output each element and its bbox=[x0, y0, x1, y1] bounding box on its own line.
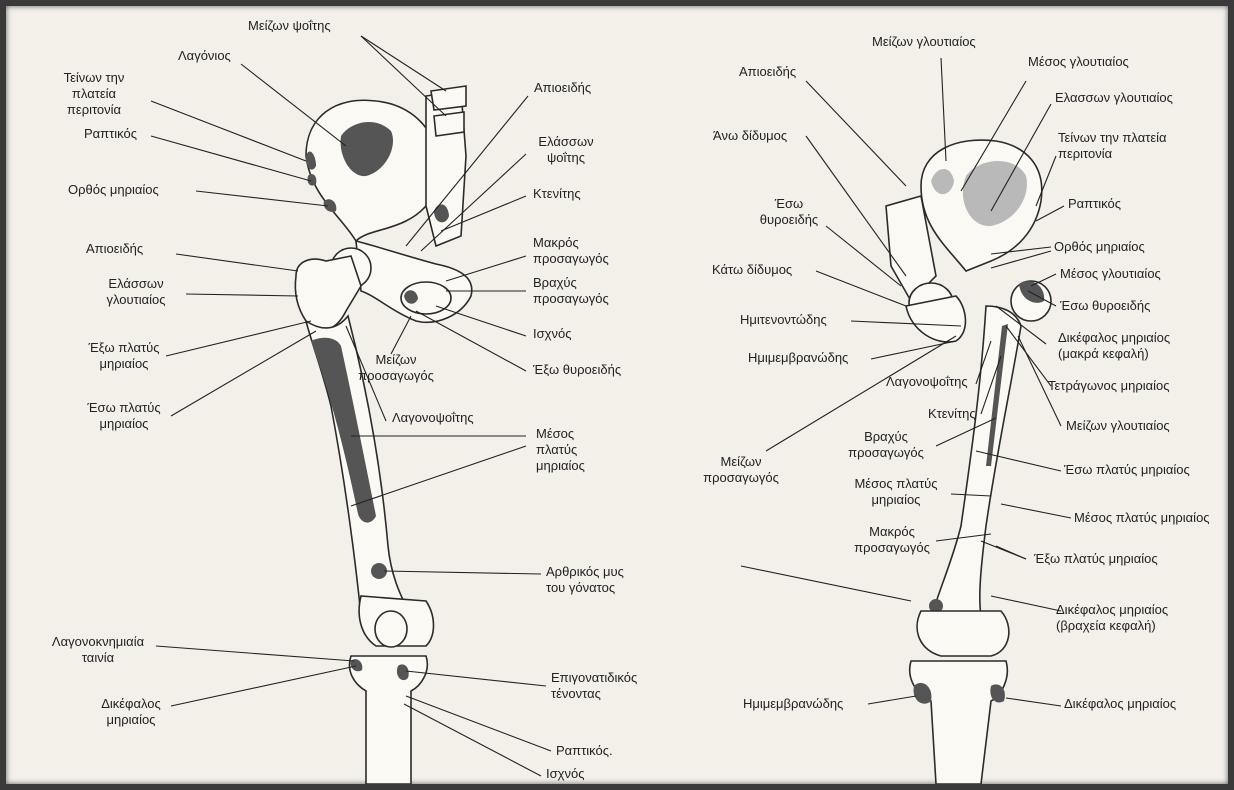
label-biceps-long-head: Δικέφαλος μηριαίος (μακρά κεφαλή) bbox=[1058, 330, 1170, 362]
tibia-left bbox=[349, 656, 427, 784]
label-gemellus-superior: Άνω δίδυμος bbox=[713, 128, 787, 144]
label-vastus-intermedius: Μέσος πλατύς μηριαίος bbox=[536, 426, 585, 474]
anatomy-drawing bbox=[6, 6, 1228, 784]
label-adductor-longus-post: Μακρός προσαγωγός bbox=[854, 524, 930, 556]
posterior-femur-shaft bbox=[931, 306, 1021, 621]
label-piriformis-post: Απιοειδής bbox=[739, 64, 796, 80]
label-gluteus-minimus-post: Ελασσων γλουτιαίος bbox=[1055, 90, 1173, 106]
label-iliotibial-band: Λαγονοκνημιαία ταινία bbox=[52, 634, 144, 666]
label-adductor-magnus: Μείζων προσαγωγός bbox=[358, 352, 434, 384]
label-vastus-lateralis: Έξω πλατύς μηριαίος bbox=[88, 340, 159, 372]
label-gemellus-inferior: Κάτω δίδυμος bbox=[712, 262, 792, 278]
patella bbox=[375, 611, 407, 647]
label-semimembranosus: Ημιμεμβρανώδης bbox=[748, 350, 848, 366]
diagram-page: Μείζων ψοΐτης Λαγόνιος Τείνων την πλατεί… bbox=[6, 6, 1228, 784]
label-tensor-fasciae-latae: Τείνων την πλατεία περιτονία bbox=[64, 70, 125, 118]
label-piriformis-right: Απιοειδής bbox=[534, 80, 591, 96]
femur-neck-trochanter bbox=[295, 256, 361, 330]
label-psoas-major: Μείζων ψοΐτης bbox=[248, 18, 331, 34]
label-iliopsoas: Λαγονοψοΐτης bbox=[392, 410, 474, 426]
label-adductor-brevis: Βραχύς προσαγωγός bbox=[533, 275, 609, 307]
posterior-tibia bbox=[910, 661, 1008, 784]
label-gluteus-maximus-lower: Μείζων γλουτιαίος bbox=[1066, 418, 1170, 434]
label-obturator-externus: Έξω θυροειδής bbox=[533, 362, 621, 378]
label-gluteus-medius: Μέσος γλουτιαίος bbox=[1028, 54, 1129, 70]
label-gluteus-medius-post-2: Μέσος γλουτιαίος bbox=[1060, 266, 1161, 282]
label-piriformis: Απιοειδής bbox=[86, 241, 143, 257]
label-articularis-genus: Αρθρικός μυς του γόνατος bbox=[546, 564, 624, 596]
label-iliacus: Λαγόνιος bbox=[178, 48, 231, 64]
label-semimembranosus-lower: Ημιμεμβρανώδης bbox=[743, 696, 843, 712]
label-obturator-internus: Έσω θυροειδής bbox=[760, 196, 818, 228]
label-gracilis: Ισχνός bbox=[533, 326, 571, 342]
label-adductor-brevis-post: Βραχύς προσαγωγός bbox=[848, 429, 924, 461]
label-gluteus-minimus: Ελάσσων γλουτιαίος bbox=[106, 276, 165, 308]
label-biceps-femoris: Δικέφαλος μηριαίος bbox=[101, 696, 161, 728]
label-gracilis-lower: Ισχνός bbox=[546, 766, 584, 782]
anterior-femur-pelvis bbox=[295, 86, 471, 784]
label-adductor-magnus-post: Μείζων προσαγωγός bbox=[703, 454, 779, 486]
label-sartorius-lower: Ραπτικός. bbox=[556, 743, 613, 759]
posterior-femur-pelvis bbox=[886, 140, 1051, 784]
label-adductor-longus: Μακρός προσαγωγός bbox=[533, 235, 609, 267]
label-vastus-medialis: Έσω πλατύς μηριαίος bbox=[87, 400, 160, 432]
label-vastus-lateralis-post: Έξω πλατύς μηριαίος bbox=[1034, 551, 1158, 567]
label-vastus-intermedius-post: Μέσος πλατύς μηριαίος bbox=[854, 476, 937, 508]
label-pectineus: Κτενίτης bbox=[533, 186, 581, 202]
label-semitendinosus: Ημιτενοντώδης bbox=[740, 312, 827, 328]
label-sartorius-post: Ραπτικός bbox=[1068, 196, 1121, 212]
posterior-distal-femur bbox=[917, 611, 1009, 656]
label-biceps-short-head: Δικέφαλος μηριαίος (βραχεία κεφαλή) bbox=[1056, 602, 1168, 634]
label-vastus-medialis-post: Έσω πλατύς μηριαίος bbox=[1064, 462, 1190, 478]
label-quadratus-femoris: Τετράγωνος μηριαίος bbox=[1048, 378, 1170, 394]
label-pectineus-post: Κτενίτης bbox=[928, 406, 976, 422]
label-tfl-post: Τείνων την πλατεία περιτονία bbox=[1058, 130, 1167, 162]
label-patellar-tendon: Επιγονατιδικός τένοντας bbox=[551, 670, 637, 702]
label-psoas-minor: Ελάσσων ψοΐτης bbox=[538, 134, 593, 166]
label-obturator-internus-2: Έσω θυροειδής bbox=[1060, 298, 1150, 314]
label-iliopsoas-post: Λαγονοψοΐτης bbox=[886, 374, 968, 390]
lumbar-vertebra-2 bbox=[434, 112, 464, 136]
label-vastus-intermedius-post-2: Μέσος πλατύς μηριαίος bbox=[1074, 510, 1210, 526]
label-gluteus-maximus: Μείζων γλουτιαίος bbox=[872, 34, 976, 50]
label-sartorius: Ραπτικός bbox=[84, 126, 137, 142]
label-rectus-femoris: Ορθός μηριαίος bbox=[68, 182, 159, 198]
label-biceps-femoris-lower: Δικέφαλος μηριαίος bbox=[1064, 696, 1176, 712]
label-rectus-femoris-post: Ορθός μηριαίος bbox=[1054, 239, 1145, 255]
